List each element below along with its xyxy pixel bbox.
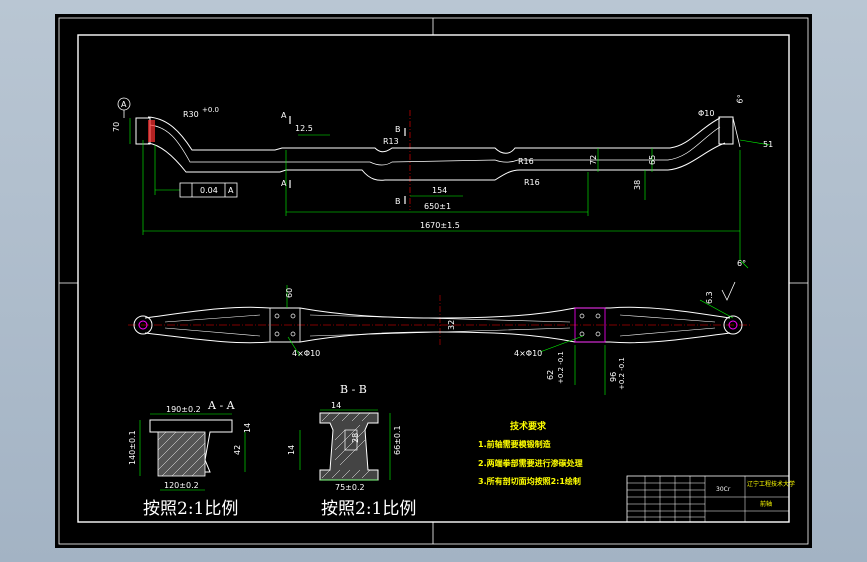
dim-r16-a: R16 xyxy=(518,157,534,166)
top-view[interactable]: 60 4×Φ10 4×Φ10 32 62 +0.2 -0.1 96 +0.2 -… xyxy=(128,281,750,395)
dim-51: 51 xyxy=(763,140,773,149)
right-pad-holes xyxy=(579,313,601,337)
dim-96: 96 xyxy=(609,372,618,382)
section-bb-hatch xyxy=(321,412,371,479)
dim-angle-6-bottom: 6° xyxy=(737,259,746,268)
section-marker-b-top: B xyxy=(395,125,401,134)
dim-bb-height: 66±0.1 xyxy=(393,425,402,455)
title-block-part-name: 前轴 xyxy=(760,500,772,508)
section-aa[interactable]: A - A 190±0.2 120±0.2 140±0.1 42 14 按照2:… xyxy=(128,399,252,519)
dim-62: 62 xyxy=(546,370,555,380)
section-aa-web xyxy=(157,431,206,477)
dim-65: 65 xyxy=(648,155,657,165)
axle-inner-line xyxy=(149,124,721,166)
dim-1670: 1670±1.5 xyxy=(420,221,460,230)
section-aa-scale-note: 按照2:1比例 xyxy=(143,499,238,519)
left-pad-holes xyxy=(274,313,296,337)
dim-bb-14-top: 14 xyxy=(331,401,341,410)
title-block-school: 辽宁工程技术大学 xyxy=(747,480,795,488)
dim-aa-14: 14 xyxy=(243,423,252,433)
dim-r13: R13 xyxy=(383,137,399,146)
section-aa-hatch xyxy=(157,431,206,477)
dim-phi10: Φ10 xyxy=(698,109,714,118)
front-view[interactable]: R30 +0.0 12.5 R13 R16 R16 154 650±1 1670… xyxy=(112,94,773,269)
dim-96-tol: +0.2 -0.1 xyxy=(618,357,626,390)
dim-bb-28: 28 xyxy=(351,433,360,443)
inner-frame xyxy=(77,34,790,523)
dim-aa-42: 42 xyxy=(233,445,242,455)
dim-60: 60 xyxy=(285,288,294,298)
section-marker-a-top: A xyxy=(281,111,287,120)
dim-650: 650±1 xyxy=(424,202,451,211)
tech-item-1: 1.前轴需要模锻制造 xyxy=(478,439,551,449)
roughness-symbol xyxy=(721,281,736,301)
tolerance-datum: A xyxy=(228,186,234,195)
datum-label: A xyxy=(121,100,127,109)
dim-thickness: 12.5 xyxy=(295,124,313,133)
tech-title: 技术要求 xyxy=(510,420,547,432)
dim-bb-14-left: 14 xyxy=(287,445,296,455)
centering-marks xyxy=(59,18,808,544)
dim-70: 70 xyxy=(112,122,121,132)
left-eye-inner xyxy=(138,320,148,330)
dim-r30: R30 xyxy=(183,110,199,119)
axle-lower-edge xyxy=(147,142,726,181)
outer-border xyxy=(58,17,809,545)
dim-72: 72 xyxy=(589,155,598,165)
section-bb[interactable]: B - B 14 14 28 66±0.1 75±0.2 按照2:1比例 xyxy=(287,383,416,519)
dim-r30-tol: +0.0 xyxy=(202,106,219,114)
left-eye-outer[interactable] xyxy=(133,315,153,335)
section-marker-a-bottom: A xyxy=(281,179,287,188)
dim-aa-top: 190±0.2 xyxy=(166,405,201,414)
dim-32: 32 xyxy=(447,320,456,330)
section-aa-title: A - A xyxy=(207,399,236,412)
dim-aa-bottom: 120±0.2 xyxy=(164,481,199,490)
section-bb-scale-note: 按照2:1比例 xyxy=(321,499,416,519)
dim-aa-height: 140±0.1 xyxy=(128,430,137,465)
title-block-material: 30Cr xyxy=(716,486,731,493)
dim-38: 38 xyxy=(633,180,642,190)
right-kingpin-boss[interactable] xyxy=(718,116,734,145)
left-spring-pad[interactable] xyxy=(269,307,301,343)
dim-154: 154 xyxy=(432,186,447,195)
right-eye-outer[interactable] xyxy=(723,315,743,335)
tech-item-3: 3.所有剖切面均按照2:1绘制 xyxy=(478,476,581,486)
dim-62-tol: +0.2 -0.1 xyxy=(557,351,565,384)
dim-r16-b: R16 xyxy=(524,178,540,187)
technical-requirements: 技术要求 1.前轴需要模锻制造 2.两端拳部需要进行渗碳处理 3.所有剖切面均按… xyxy=(478,420,583,486)
title-block[interactable]: 30Cr 辽宁工程技术大学 前轴 xyxy=(626,475,795,523)
right-eye-inner xyxy=(728,320,738,330)
section-bb-title: B - B xyxy=(340,383,367,396)
left-kingpin-hatch xyxy=(148,120,155,142)
section-marker-b-bottom: B xyxy=(395,197,401,206)
dim-bb-bottom: 75±0.2 xyxy=(335,483,365,492)
tech-item-2: 2.两端拳部需要进行渗碳处理 xyxy=(478,458,583,468)
axle-upper-edge xyxy=(147,116,721,154)
tolerance-frame[interactable]: 0.04 A xyxy=(179,182,238,198)
tolerance-value: 0.04 xyxy=(200,186,218,195)
dim-6-3: 6.3 xyxy=(705,291,714,304)
dim-holes-left: 4×Φ10 xyxy=(292,349,320,358)
dim-angle-6-top: 6° xyxy=(735,94,745,105)
dim-holes-right: 4×Φ10 xyxy=(514,349,542,358)
right-spring-pad[interactable] xyxy=(574,307,606,343)
